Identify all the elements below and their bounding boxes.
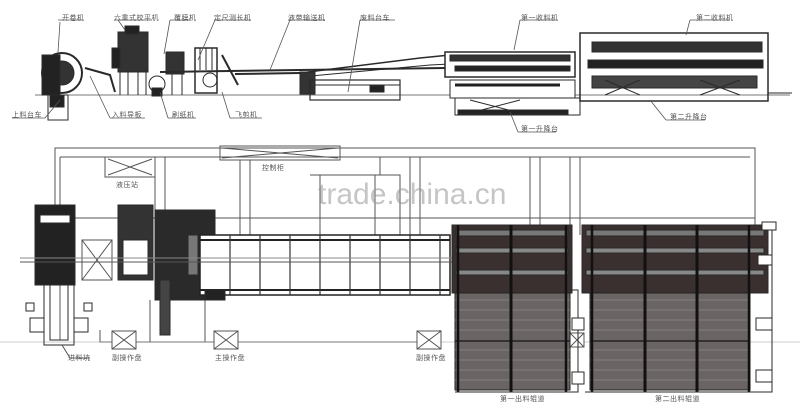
label-six-hi-leveler: 六重式校平机 bbox=[114, 14, 159, 22]
label-length-measure: 定尺测长机 bbox=[214, 14, 252, 22]
label-aux-console-2: 副操作盘 bbox=[416, 354, 446, 362]
label-paper-brush: 刷纸机 bbox=[172, 111, 195, 119]
label-exit-conveyor-2: 第二出料辊道 bbox=[655, 395, 700, 403]
label-belt-conveyor: 液带输送机 bbox=[288, 14, 326, 22]
exit-table-1 bbox=[451, 224, 579, 393]
label-control-cabinet: 控制柜 bbox=[262, 164, 285, 172]
label-hydraulic-station: 液压站 bbox=[116, 181, 139, 189]
stacker-1-machine bbox=[444, 51, 581, 116]
label-main-console: 主操作盘 bbox=[215, 354, 245, 362]
leveler-machine bbox=[111, 25, 149, 95]
label-lift-table-2: 第二升降台 bbox=[670, 113, 708, 121]
exit-table-2 bbox=[571, 221, 777, 393]
label-lift-table-1: 第一升降台 bbox=[521, 125, 559, 133]
watermark: trade.china.cn bbox=[318, 178, 507, 211]
label-exit-conveyor-1: 第一出料辊道 bbox=[500, 395, 545, 403]
stacker-2-machine bbox=[579, 32, 792, 102]
label-flying-shear: 飞剪机 bbox=[235, 111, 258, 119]
uncoiler-machine bbox=[41, 52, 83, 121]
label-coil-car: 上料台车 bbox=[12, 111, 42, 119]
label-entry-guide: 入料导板 bbox=[112, 111, 142, 119]
label-aux-console-1: 副操作盘 bbox=[112, 354, 142, 362]
label-uncoiler: 开卷机 bbox=[62, 14, 85, 22]
label-feed-pit: 进料坑 bbox=[68, 354, 91, 362]
label-scrap-cart: 废料台车 bbox=[360, 14, 390, 22]
label-stacker-2: 第二收料机 bbox=[696, 14, 734, 22]
label-film-laminator: 覆膜机 bbox=[174, 14, 197, 22]
label-stacker-1: 第一收料机 bbox=[521, 14, 559, 22]
